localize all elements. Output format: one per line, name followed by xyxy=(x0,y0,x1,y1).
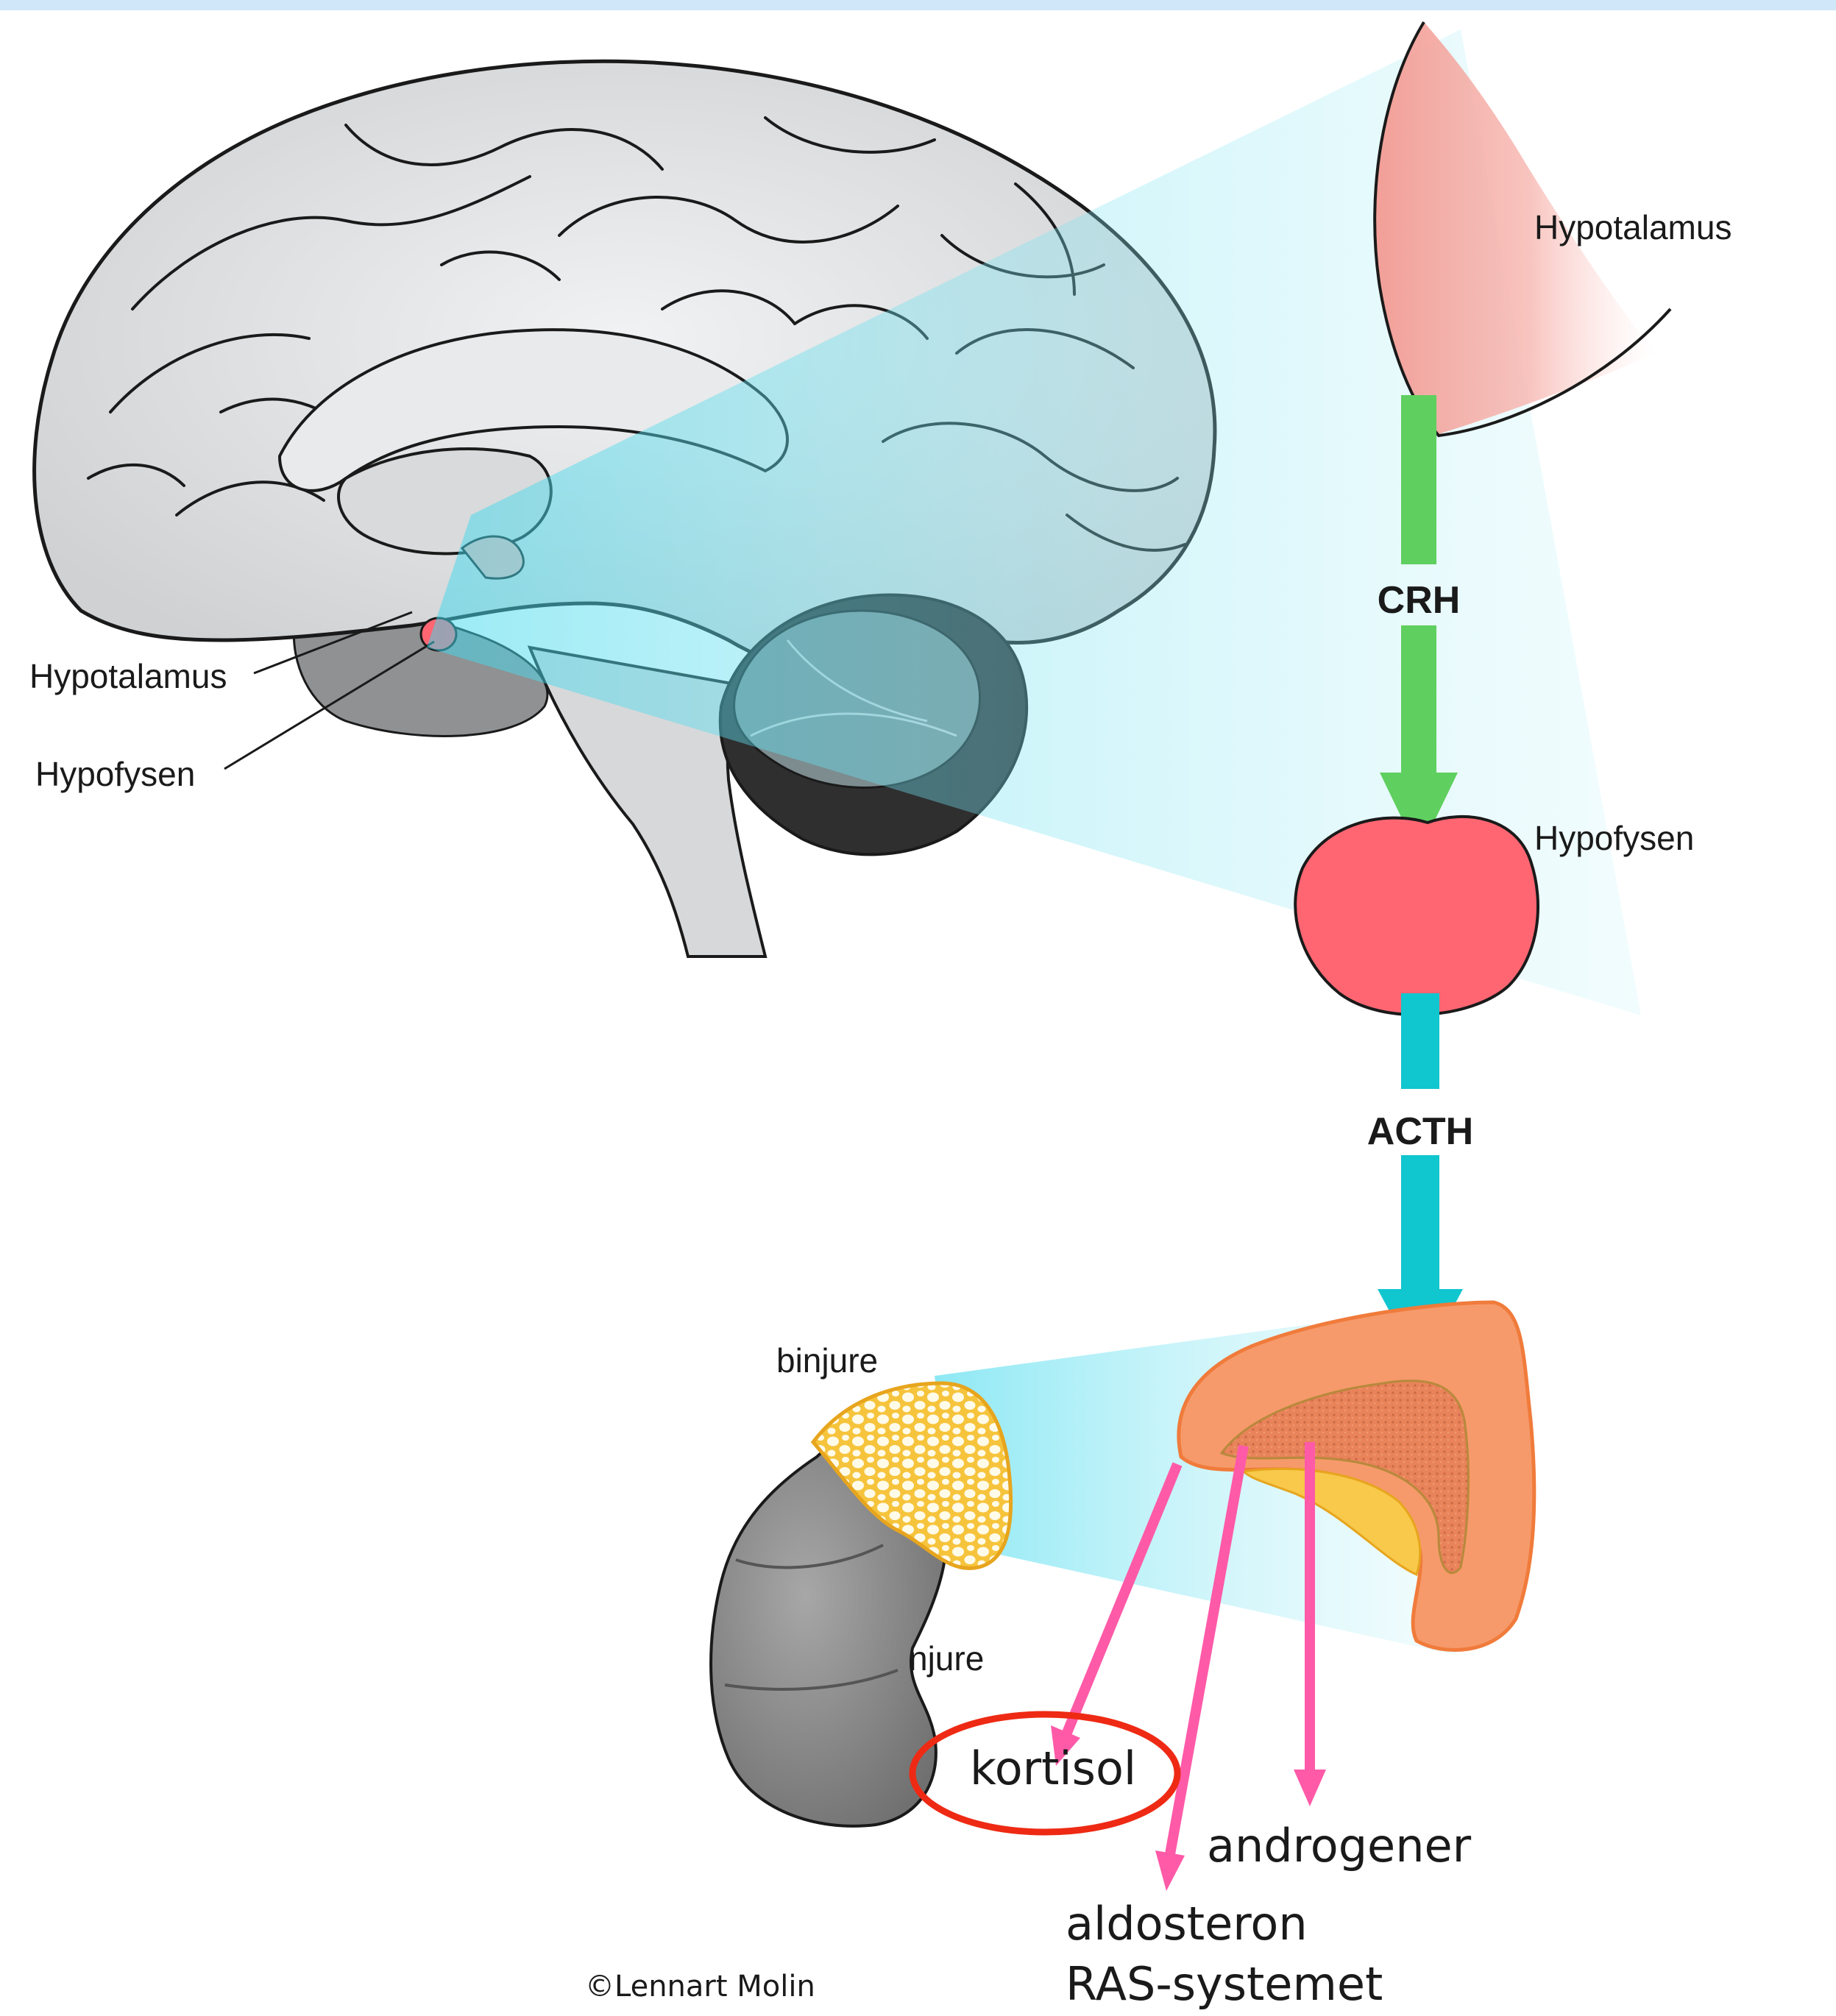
adrenal-label: binjure xyxy=(776,1341,878,1380)
kidney-label: njure xyxy=(909,1639,984,1678)
pituitary-label: Hypofysen xyxy=(1534,819,1694,857)
aldosterone-label: aldosteron xyxy=(1066,1897,1308,1951)
androgens-label: androgener xyxy=(1207,1819,1472,1873)
hypothalamus-label: Hypotalamus xyxy=(1534,208,1732,246)
crh-label: CRH xyxy=(1378,579,1461,622)
copyright-credit: ©Lennart Molin xyxy=(585,1970,815,2003)
brain-hypothalamus-label: Hypotalamus xyxy=(29,657,227,695)
brain-pituitary-label: Hypofysen xyxy=(35,755,195,793)
pituitary-gland xyxy=(1295,817,1538,1015)
acth-label: ACTH xyxy=(1367,1110,1473,1153)
cortisol-label: kortisol xyxy=(970,1742,1136,1795)
ras-label: RAS-systemet xyxy=(1066,1957,1383,2011)
top-frame-bar xyxy=(0,0,1836,10)
